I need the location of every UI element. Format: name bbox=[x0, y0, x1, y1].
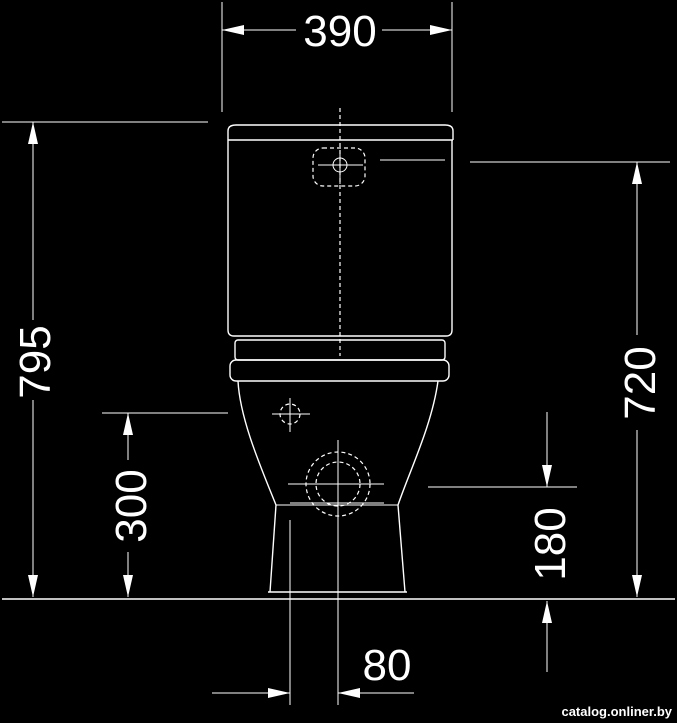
tank-height-dimension: 720 bbox=[470, 161, 670, 597]
bowl-rim bbox=[229, 359, 450, 382]
outlet-width-dimension: 80 bbox=[212, 641, 414, 698]
outlet-height-dimension: 180 bbox=[428, 412, 577, 672]
bowl-left-contour bbox=[237, 380, 277, 593]
width-label: 390 bbox=[303, 7, 376, 56]
bowl-right-contour bbox=[397, 380, 439, 593]
side-inlet-height-dimension: 300 bbox=[102, 412, 228, 597]
floor-outlet-crosshair bbox=[288, 440, 384, 522]
tank-height-label: 720 bbox=[616, 346, 665, 419]
toilet-outline bbox=[227, 124, 454, 593]
side-inlet-crosshair bbox=[272, 398, 310, 432]
tank-water-inlet bbox=[312, 147, 366, 187]
total-height-label: 795 bbox=[11, 325, 60, 398]
side-inlet-height-label: 300 bbox=[107, 469, 156, 542]
watermark-text: catalog.onliner.by bbox=[561, 704, 672, 719]
total-height-dimension: 795 bbox=[2, 121, 208, 597]
width-dimension: 390 bbox=[221, 2, 453, 112]
outlet-height-label: 180 bbox=[526, 507, 575, 580]
outlet-width-label: 80 bbox=[363, 641, 412, 690]
